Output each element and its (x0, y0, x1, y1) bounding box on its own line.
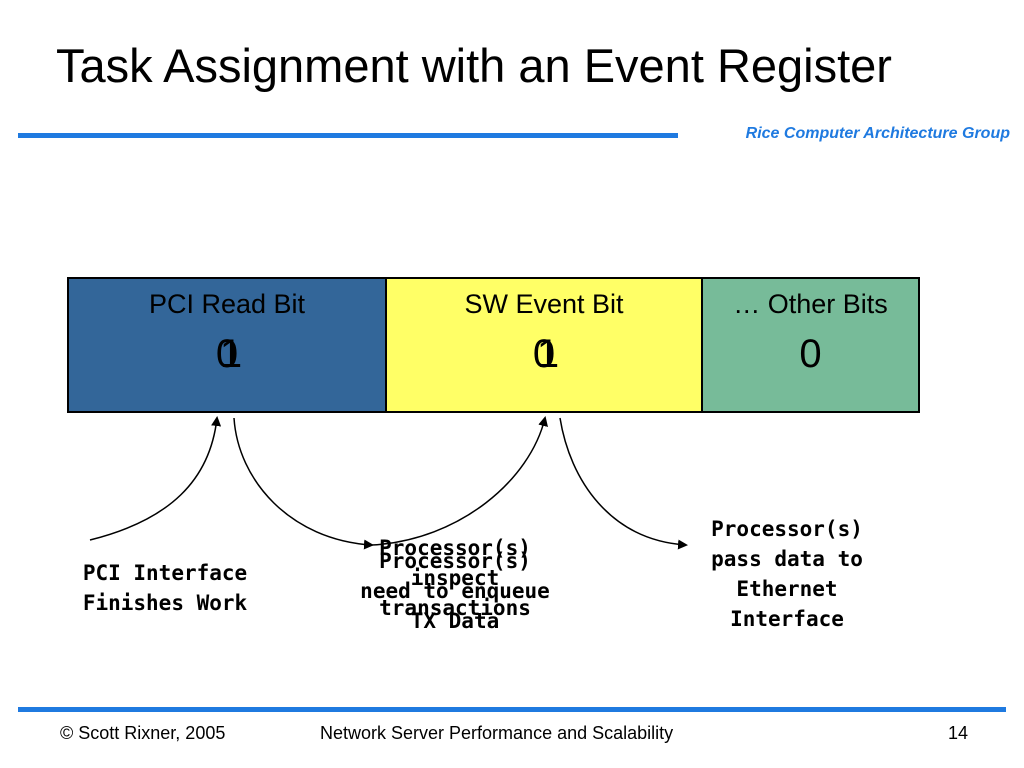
footer-course: Network Server Performance and Scalabili… (320, 723, 674, 743)
group-label: Rice Computer Architecture Group (745, 125, 1010, 142)
caption-line: Finishes Work (82, 591, 248, 615)
caption-line: Processor(s) (711, 517, 863, 541)
register-cell-sw-event: SW Event Bit 1 0 (385, 279, 701, 411)
caption-line: inspect (410, 566, 500, 590)
footer-copyright: © Scott Rixner, 2005 (60, 723, 226, 743)
register-cell-value: 0 (215, 332, 239, 376)
caption-processor-inspect: Processor(s) inspect transactions (340, 533, 570, 623)
caption-line: PCI Interface (82, 561, 248, 585)
caption-line: transactions (379, 596, 531, 620)
register-cell-label: … Other Bits (733, 289, 888, 319)
register-cell-value: 1 (536, 332, 560, 376)
caption-line: pass data to (711, 547, 863, 571)
register-cell-value-stack: 1 0 (69, 329, 385, 379)
top-divider (18, 133, 678, 138)
arrow-processor-to-register (371, 416, 548, 546)
register-cell-value: 0 (799, 332, 822, 376)
register-cell-label: SW Event Bit (464, 289, 624, 319)
caption-line: TX Data (410, 609, 500, 633)
register-cell-other-bits: … Other Bits 0 (701, 279, 918, 411)
caption-line: Ethernet (736, 577, 838, 601)
caption-line: Processor(s) (379, 536, 531, 560)
caption-processor-pass: Processor(s) pass data to Ethernet Inter… (682, 514, 892, 634)
register-cell-value-stack: 1 0 (387, 329, 701, 379)
caption-processor-enqueue: Processor(s) need to enqueue TX Data (326, 546, 584, 636)
register-cell-pci-read: PCI Read Bit 1 0 (69, 279, 385, 411)
arrow-register-to-ethernet (559, 417, 688, 550)
caption-line: need to enqueue (360, 579, 550, 603)
register-cell-value-stack: 0 (703, 329, 918, 379)
arrow-pci-to-register (89, 416, 222, 541)
register-cell-value: 0 (532, 332, 556, 376)
slide-title: Task Assignment with an Event Register (56, 39, 892, 92)
event-register: PCI Read Bit 1 0 SW Event Bit 1 0 … Othe… (67, 277, 920, 413)
caption-line: Interface (730, 607, 844, 631)
register-cell-value: 1 (219, 332, 243, 376)
caption-pci-finish: PCI Interface Finishes Work (52, 558, 278, 618)
bottom-divider (18, 707, 1006, 712)
footer-page-number: 14 (948, 723, 969, 743)
caption-line: Processor(s) (379, 549, 531, 573)
register-cell-label: PCI Read Bit (148, 289, 306, 319)
arrow-register-to-processor (233, 417, 374, 550)
